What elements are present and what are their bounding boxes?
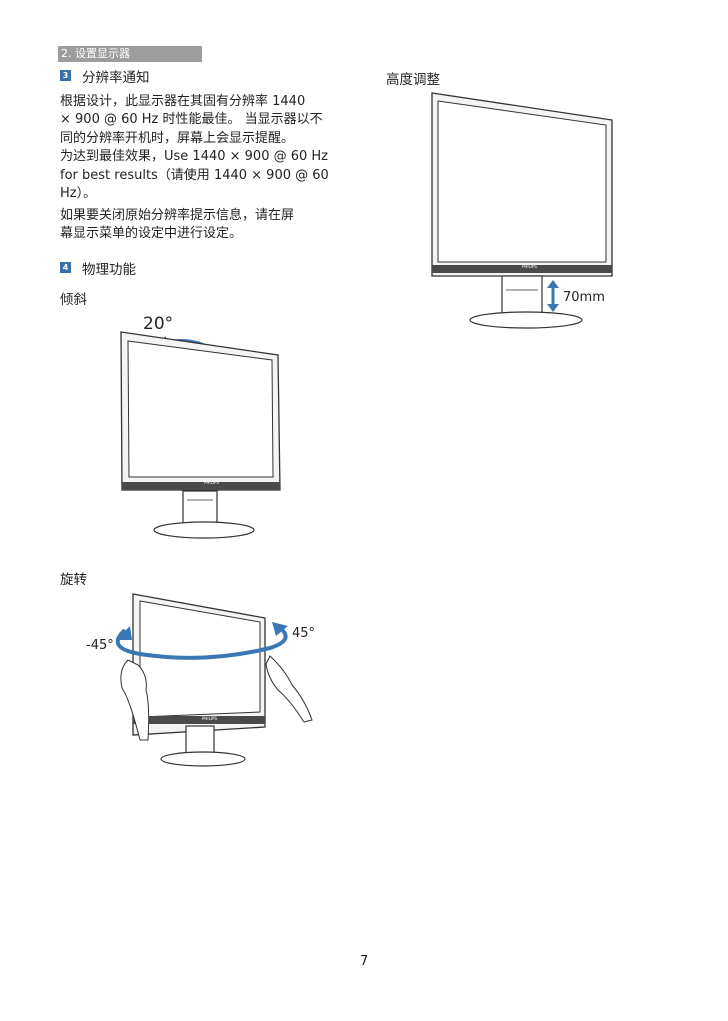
height-monitor-brand-logo: PHILIPS bbox=[522, 264, 537, 269]
text-line: 同的分辨率开机时，屏幕上会显示提醒。 bbox=[60, 130, 295, 146]
tilt-monitor-brand-logo: PHILIPS bbox=[204, 480, 219, 485]
text-line: for best results（请使用 1440 × 900 @ 60 bbox=[60, 167, 329, 183]
page-number: 7 bbox=[360, 954, 369, 969]
swivel-right-angle: 45° bbox=[292, 626, 316, 641]
tilt-down-angle: -5° bbox=[218, 350, 244, 370]
physical-function-heading: 物理功能 bbox=[82, 262, 136, 278]
text-line: × 900 @ 60 Hz 时性能最佳。 当显示器以不 bbox=[60, 112, 323, 128]
swivel-heading: 旋转 bbox=[60, 572, 87, 588]
text-line: 幕显示菜单的设定中进行设定。 bbox=[60, 226, 243, 242]
section-title: 2. 设置显示器 bbox=[61, 47, 130, 60]
height-range-label: 70mm bbox=[563, 290, 605, 305]
tilt-up-angle: 20° bbox=[143, 314, 174, 334]
text-line: 如果要关闭原始分辨率提示信息，请在屏 bbox=[60, 208, 295, 223]
height-adjust-heading: 高度调整 bbox=[386, 72, 440, 88]
resolution-off-paragraph: 如果要关闭原始分辨率提示信息，请在屏 幕显示菜单的设定中进行设定。 bbox=[60, 207, 350, 244]
section-number-badge: 4 bbox=[60, 262, 71, 273]
text-line: Hz）。 bbox=[60, 186, 97, 202]
section-header-bar: 2. 设置显示器 bbox=[58, 46, 202, 62]
section-number-badge: 3 bbox=[60, 70, 71, 81]
text-line: 为达到最佳效果，Use 1440 × 900 @ 60 Hz bbox=[60, 149, 329, 165]
swivel-left-angle: -45° bbox=[86, 638, 114, 653]
text-line: 根据设计，此显示器在其固有分辨率 1440 bbox=[60, 94, 306, 109]
resolution-notice-paragraph: 根据设计，此显示器在其固有分辨率 1440 × 900 @ 60 Hz 时性能最… bbox=[60, 93, 350, 203]
swivel-monitor-brand-logo: PHILIPS bbox=[202, 716, 217, 721]
resolution-notice-heading: 分辨率通知 bbox=[82, 70, 150, 86]
tilt-heading: 倾斜 bbox=[60, 292, 87, 308]
